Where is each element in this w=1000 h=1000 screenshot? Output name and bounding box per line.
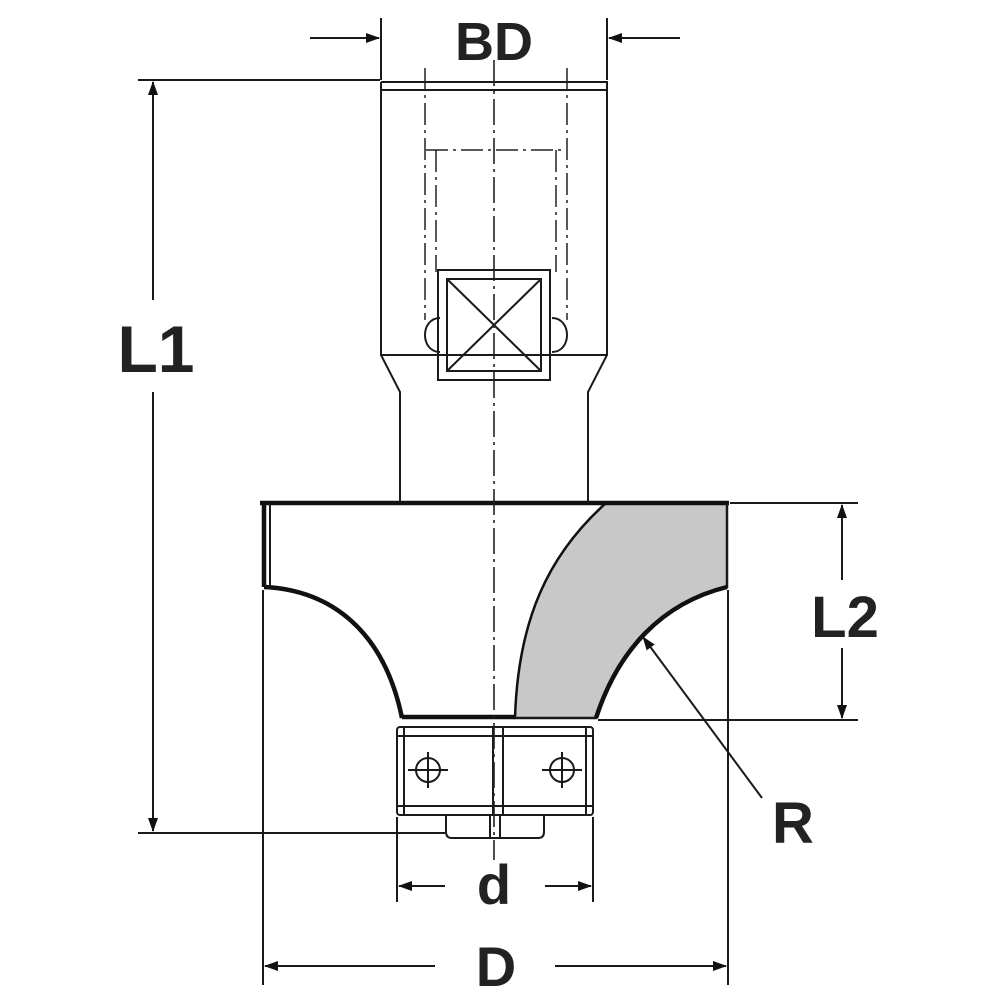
- label-l2: L2: [811, 585, 879, 650]
- dimension-l1: L1: [117, 79, 445, 834]
- bearing-screw-right: [542, 752, 582, 788]
- bottom-screw-head: [445, 815, 545, 839]
- bearing-screw-left: [408, 752, 448, 788]
- carbide-insert: [513, 501, 729, 720]
- dimension-d-large: D: [262, 590, 729, 998]
- dimension-d-small: d: [396, 817, 594, 916]
- label-l1: L1: [117, 312, 194, 386]
- label-d-small: d: [477, 853, 511, 916]
- label-d-large: D: [476, 935, 516, 998]
- shank: [380, 68, 608, 502]
- label-r: R: [772, 791, 814, 856]
- cutter-body: [260, 500, 729, 720]
- dimension-r: R: [642, 636, 814, 856]
- label-bd: BD: [455, 12, 533, 72]
- dimension-bd: BD: [310, 12, 680, 80]
- dimension-l2: L2: [598, 502, 879, 721]
- bearing: [396, 726, 594, 839]
